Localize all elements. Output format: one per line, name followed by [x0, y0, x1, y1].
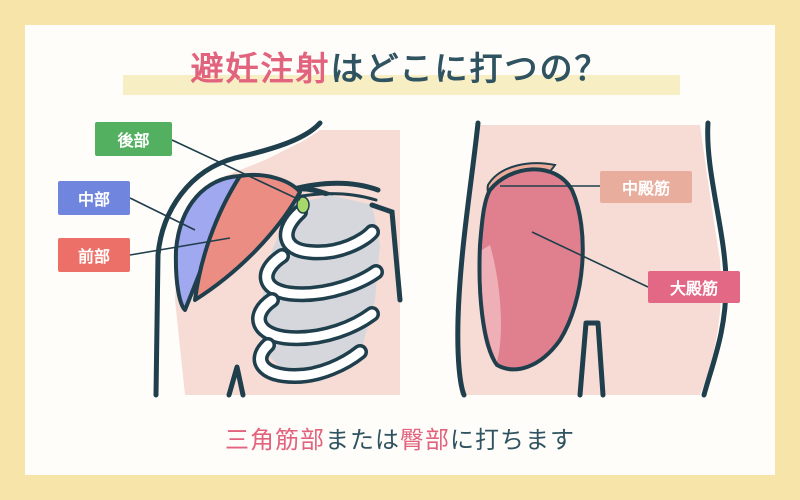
clavicle: [287, 180, 381, 193]
leader-line-anterior: [129, 237, 231, 256]
leader-lines-left: [129, 139, 301, 256]
title-highlight: 避妊注射: [190, 49, 331, 88]
leg-gap: [577, 320, 606, 398]
leader-line-gluteus-maximus: [531, 231, 649, 288]
title-rest: はどこに打つの？: [330, 49, 610, 88]
caption-or: または: [325, 426, 400, 454]
label-deltoid-middle: 中部: [58, 181, 130, 215]
caption-buttock: 臀部: [400, 426, 450, 454]
hip-figure: [455, 120, 729, 398]
leader-lines-right: [500, 185, 649, 288]
armpit-mark: [226, 364, 246, 398]
caption-end: に打ちます: [450, 426, 575, 454]
label-deltoid-posterior: 後部: [95, 122, 172, 156]
shoulder-figure: [153, 120, 403, 398]
leader-line-middle: [129, 197, 196, 231]
gluteus-shading: [481, 245, 501, 362]
label-deltoid-anterior: 前部: [58, 238, 130, 272]
rib: [256, 340, 365, 381]
caption: 三角筋部または臀部に打ちます: [0, 420, 800, 455]
sternum: [369, 202, 403, 303]
label-gluteus-maximus: 大殿筋: [648, 271, 740, 303]
rib: [282, 207, 377, 257]
leader-line-posterior: [171, 139, 301, 201]
gluteus-maximus: [477, 167, 585, 372]
rib: [254, 295, 377, 343]
page-title: 避妊注射はどこに打つの？: [0, 42, 800, 90]
title-highlight-bar: [123, 75, 680, 95]
deltoid-anterior: [193, 173, 302, 302]
caption-deltoid: 三角筋部: [225, 426, 325, 454]
rib: [262, 251, 381, 299]
label-gluteus-medius: 中殿筋: [600, 171, 692, 203]
deltoid-posterior: [296, 196, 310, 214]
shoulder-outline: [153, 120, 323, 398]
hip-outline-left: [455, 120, 481, 398]
